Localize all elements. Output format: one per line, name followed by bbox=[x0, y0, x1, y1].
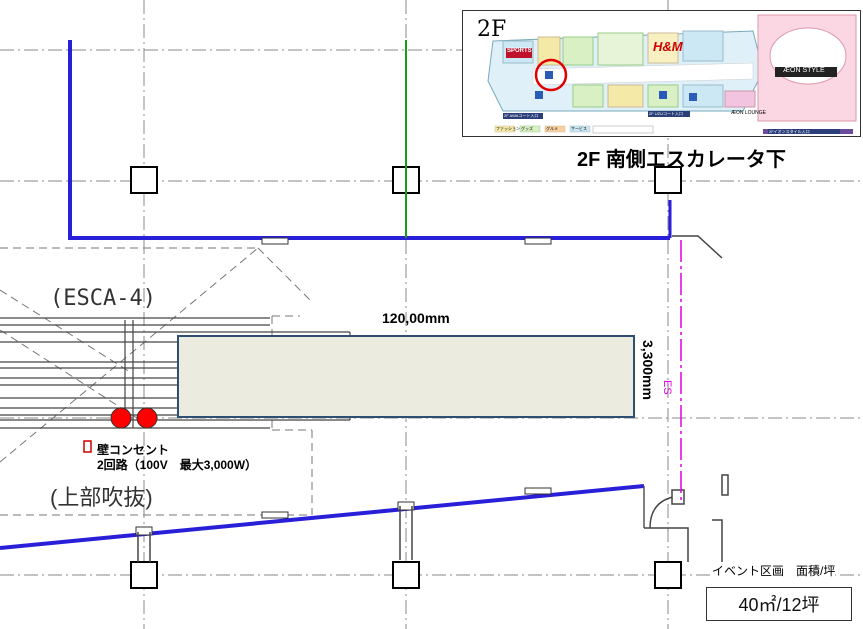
minimap-drawing bbox=[487, 14, 857, 134]
power-outlets bbox=[83, 407, 158, 453]
floor-minimap: 2F H&M SPORTS ÆON STYLE ÆON LOUNGE 2F AW… bbox=[462, 10, 861, 137]
event-area-label: イベント区画 面積/坪 bbox=[712, 562, 836, 579]
legend-goods: グッズ bbox=[521, 126, 533, 131]
outlet-title: 壁コンセント bbox=[97, 443, 170, 457]
legend-gourmet: グルメ bbox=[546, 126, 558, 131]
aeon-lounge-label: ÆON LOUNGE bbox=[731, 110, 767, 116]
aeon-entrance-label: 2Fイオンスタイル入口 bbox=[769, 129, 810, 134]
event-area-value-box: 40㎡/12坪 bbox=[706, 587, 852, 621]
outlet-marker bbox=[110, 407, 132, 429]
legend-fashion: ファッション bbox=[496, 126, 520, 131]
brand-hm: H&M bbox=[653, 39, 683, 54]
floor-label: 2F bbox=[477, 17, 507, 42]
location-highlight-circle bbox=[534, 58, 568, 92]
wall-stubs bbox=[137, 474, 729, 575]
event-area-box bbox=[177, 335, 635, 418]
court-uzu-label: 2F UZUコート入口 bbox=[649, 111, 683, 116]
brand-sports: SPORTS bbox=[507, 48, 532, 54]
outlet-detail: 2回路（100V 最大3,000W） bbox=[97, 458, 258, 472]
width-dimension: 120,00mm bbox=[382, 310, 450, 326]
legend-service: サービス bbox=[571, 126, 587, 131]
depth-dimension: 3,300mm bbox=[640, 340, 656, 400]
brand-aeon-style: ÆON STYLE bbox=[783, 67, 825, 74]
court-awa-label: 2F AWAコート入口 bbox=[504, 113, 539, 118]
event-area-value: 40㎡/12坪 bbox=[738, 595, 820, 615]
location-title: 2F 南側エスカレータ下 bbox=[577, 149, 786, 171]
escalator-outline bbox=[0, 247, 313, 516]
walls bbox=[0, 40, 723, 550]
outlet-marker bbox=[136, 407, 158, 429]
magenta-line-label: ES bbox=[661, 380, 673, 395]
outlet-symbol bbox=[83, 440, 92, 453]
escalator-label: (ESCA-4) bbox=[50, 286, 156, 311]
atrium-label: (上部吹抜) bbox=[50, 485, 153, 510]
